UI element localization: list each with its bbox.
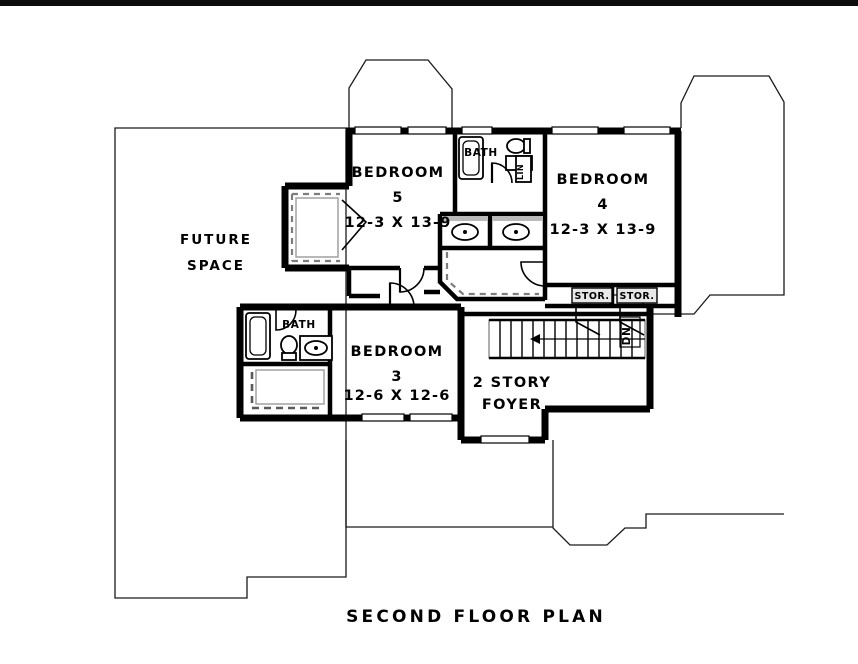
foyer-label-line2: FOYER	[482, 397, 542, 413]
shelf-line-shared-closet	[445, 252, 539, 296]
room-labels-group: FUTURE SPACE BEDROOM 5 12-3 X 13-9 BEDRO…	[180, 165, 656, 413]
bathtub-upper-outer	[458, 136, 484, 180]
bath-left-label: BATH	[282, 319, 316, 331]
window-bed4-a	[551, 126, 599, 135]
bedroom3-label: BEDROOM	[350, 344, 443, 360]
window-bed3-a	[361, 413, 405, 422]
toilet-left-bowl	[280, 335, 298, 355]
bathtub-left-inner	[249, 316, 267, 356]
window-bed4-b	[623, 126, 671, 135]
stair-direction-arrow	[530, 334, 540, 344]
stair-direction-label: DN	[621, 327, 633, 346]
bathtub-left-outer	[245, 312, 271, 360]
linen-closet-box	[515, 155, 532, 183]
sink-drain-left	[463, 230, 467, 234]
toilet-upper-tank	[523, 138, 531, 154]
door-swing-bed5-closet	[341, 199, 368, 251]
bedroom4-number: 4	[597, 197, 608, 213]
closet-interior-bed3	[255, 369, 325, 405]
window-bed5-b	[407, 126, 447, 135]
bedroom4-label: BEDROOM	[556, 172, 649, 188]
bedroom3-dimensions: 12-6 X 12-6	[343, 388, 450, 404]
page-top-edge-bar	[0, 0, 858, 6]
windows-group	[354, 126, 671, 444]
window-foyer	[480, 435, 530, 444]
roof-outline-right-dormer	[680, 75, 785, 128]
storage-right-label: STOR.	[620, 291, 655, 302]
left-bath-fixtures: BATH	[245, 309, 333, 361]
sink-drain-right	[514, 230, 518, 234]
bathtub-upper-inner	[462, 140, 480, 176]
hallway-door-swings	[349, 261, 546, 308]
toilet-left-tank	[281, 352, 297, 361]
shared-vanity-fixtures	[442, 216, 543, 241]
closet-wall-under-vanity	[437, 248, 545, 302]
window-bed3-b	[409, 413, 453, 422]
upper-bath-fixtures: LIN BATH	[458, 136, 533, 184]
door-swing-bed3	[389, 282, 415, 308]
bedroom5-number: 5	[392, 190, 403, 206]
linen-label: LIN	[516, 164, 525, 180]
bedroom5-label: BEDROOM	[351, 165, 444, 181]
window-bath-upper	[461, 126, 493, 135]
page-title: SECOND FLOOR PLAN	[346, 607, 606, 627]
bedroom5-closet	[290, 192, 368, 263]
lower-slab-outline-right	[552, 440, 784, 546]
lower-slab-outline-left	[345, 440, 553, 528]
vanity-counter-right	[492, 216, 543, 221]
roof-outline-group	[114, 59, 785, 599]
vanity-counter-left	[442, 216, 488, 221]
door-swing-storage-left	[575, 308, 601, 336]
door-swing-bed4	[520, 261, 546, 287]
bath-upper-label: BATH	[464, 147, 498, 159]
foyer-label-line1: 2 STORY	[473, 375, 551, 391]
future-space-label-line1: FUTURE	[180, 232, 252, 248]
stair-dn-box	[619, 316, 641, 348]
storage-left-label: STOR.	[575, 291, 610, 302]
storage-right-box	[616, 287, 658, 304]
door-swing-bed5	[399, 267, 425, 293]
bedroom5-dimensions: 12-3 X 13-9	[344, 215, 451, 231]
toilet-upper-bowl	[506, 138, 526, 154]
bedroom4-dimensions: 12-3 X 13-9	[549, 222, 656, 238]
future-space-label-line2: SPACE	[187, 258, 245, 274]
staircase: DN	[488, 316, 646, 360]
window-bed5-a	[354, 126, 402, 135]
shared-closet-shelving	[445, 252, 539, 296]
door-swing-left-bath	[275, 309, 297, 331]
bedroom3-closet	[250, 369, 325, 410]
storage-left-box	[571, 287, 613, 304]
exterior-walls-group	[236, 127, 682, 444]
sink-left-drain	[314, 346, 318, 350]
bedroom3-number: 3	[391, 369, 402, 385]
roof-outline-center-dormer	[348, 59, 453, 128]
closet-interior-bed5	[295, 197, 339, 258]
